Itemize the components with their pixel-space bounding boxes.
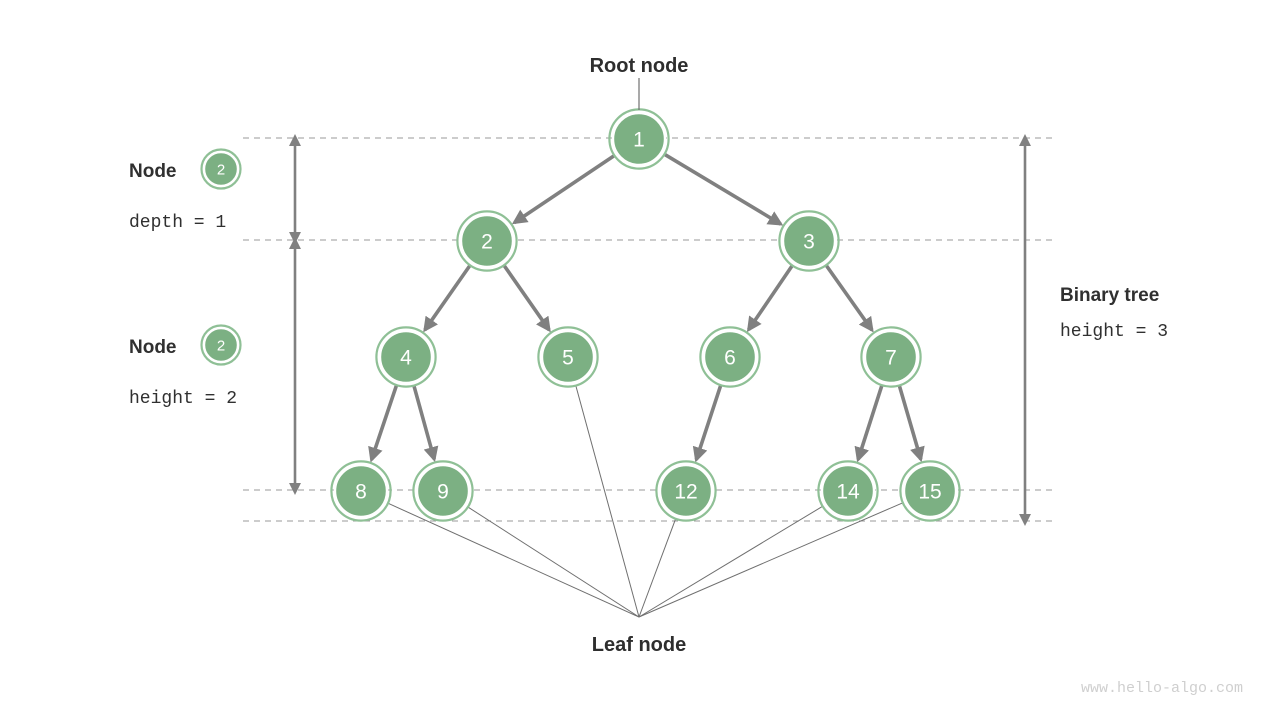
tree-node-circle-1 — [611, 111, 667, 167]
tree-node-ring-3 — [778, 210, 840, 272]
tree-node-circle-5 — [540, 329, 596, 385]
annotation-depth-badge-ring — [200, 148, 242, 190]
tree-node-ring-6 — [699, 326, 761, 388]
tree-node-circle-14 — [820, 463, 876, 519]
leaf-connector-n15 — [638, 502, 904, 618]
tree-node-circle-3 — [781, 213, 837, 269]
tree-edges-group — [368, 152, 925, 463]
tree-node-7[interactable]: 7 — [860, 326, 922, 388]
tree-node-value-2: 2 — [481, 231, 493, 254]
tree-node-ring-8 — [330, 460, 392, 522]
tree-node-value-15: 15 — [918, 481, 941, 504]
tree-node-value-4: 4 — [400, 347, 412, 370]
tree-node-circle-12 — [658, 463, 714, 519]
tree-node-value-9: 9 — [437, 481, 449, 504]
tree-node-5[interactable]: 5 — [537, 326, 599, 388]
tree-node-ring-14 — [817, 460, 879, 522]
tree-node-value-3: 3 — [803, 231, 815, 254]
annotation-height-badge-circle — [202, 326, 240, 364]
tree-node-value-8: 8 — [355, 481, 367, 504]
annotation-height-badge-value: 2 — [217, 338, 225, 355]
tree-edge-n3-n7 — [824, 264, 874, 333]
tree-node-3[interactable]: 3 — [778, 210, 840, 272]
annotation-node-depth: Node 2 depth = 1 — [129, 148, 242, 233]
leaf-connector-n8 — [387, 502, 640, 618]
leaf-connector-n14 — [638, 505, 824, 618]
tree-node-circle-8 — [333, 463, 389, 519]
tree-node-2[interactable]: 2 — [456, 210, 518, 272]
tree-edge-n7-n14 — [854, 385, 884, 463]
tree-edge-n7-n15 — [897, 385, 925, 463]
leaf-connector-n12 — [638, 517, 677, 618]
tree-node-ring-2 — [456, 210, 518, 272]
tree-node-circle-2 — [459, 213, 515, 269]
root-node-label: Root node — [590, 55, 689, 77]
tree-node-4[interactable]: 4 — [375, 326, 437, 388]
annotation-height-detail: height = 2 — [129, 389, 237, 409]
tree-edge-n1-n3 — [663, 152, 784, 226]
annotation-tree-title: Binary tree — [1060, 285, 1159, 306]
tree-node-1[interactable]: 1 — [608, 108, 670, 170]
tree-node-ring-15 — [899, 460, 961, 522]
tree-node-circle-9 — [415, 463, 471, 519]
tree-node-circle-4 — [378, 329, 434, 385]
tree-node-14[interactable]: 14 — [817, 460, 879, 522]
tree-node-value-12: 12 — [674, 481, 697, 504]
leaf-connector-n5 — [575, 384, 640, 618]
tree-node-value-14: 14 — [836, 481, 860, 504]
tree-node-value-5: 5 — [562, 347, 574, 370]
watermark-text: www.hello-algo.com — [1081, 680, 1243, 697]
tree-node-15[interactable]: 15 — [899, 460, 961, 522]
leaf-connector-n9 — [467, 506, 640, 618]
guide-lines-group — [243, 137, 1055, 522]
annotation-height-title: Node — [129, 337, 177, 358]
tree-edge-n4-n8 — [368, 384, 399, 463]
annotation-height-badge-ring — [200, 324, 242, 366]
annotation-binary-tree-height: Binary tree height = 3 — [1060, 285, 1168, 342]
leaf-node-label: Leaf node — [592, 634, 686, 656]
tree-edge-n6-n12 — [692, 384, 723, 463]
tree-node-value-7: 7 — [885, 347, 897, 370]
tree-node-circle-6 — [702, 329, 758, 385]
tree-edge-n2-n4 — [423, 264, 472, 333]
tree-edge-n1-n2 — [511, 154, 616, 225]
tree-node-ring-4 — [375, 326, 437, 388]
annotation-depth-badge-circle — [202, 150, 240, 188]
tree-node-ring-12 — [655, 460, 717, 522]
dimension-arrows-group — [289, 134, 1031, 526]
tree-edge-n2-n5 — [502, 264, 551, 333]
tree-edge-n4-n9 — [412, 385, 439, 463]
leaf-connector-group — [387, 384, 904, 618]
tree-node-8[interactable]: 8 — [330, 460, 392, 522]
tree-node-circle-15 — [902, 463, 958, 519]
tree-node-value-6: 6 — [724, 347, 736, 370]
tree-node-ring-9 — [412, 460, 474, 522]
annotation-tree-detail: height = 3 — [1060, 322, 1168, 342]
annotation-node-height: Node 2 height = 2 — [129, 324, 242, 409]
tree-node-value-1: 1 — [633, 129, 645, 152]
tree-node-6[interactable]: 6 — [699, 326, 761, 388]
tree-node-ring-5 — [537, 326, 599, 388]
tree-edge-n3-n6 — [746, 264, 794, 333]
annotation-depth-title: Node — [129, 161, 177, 182]
annotation-depth-badge-value: 2 — [217, 162, 225, 179]
annotation-depth-detail: depth = 1 — [129, 213, 226, 233]
tree-node-ring-7 — [860, 326, 922, 388]
tree-node-9[interactable]: 9 — [412, 460, 474, 522]
tree-node-circle-7 — [863, 329, 919, 385]
tree-node-12[interactable]: 12 — [655, 460, 717, 522]
